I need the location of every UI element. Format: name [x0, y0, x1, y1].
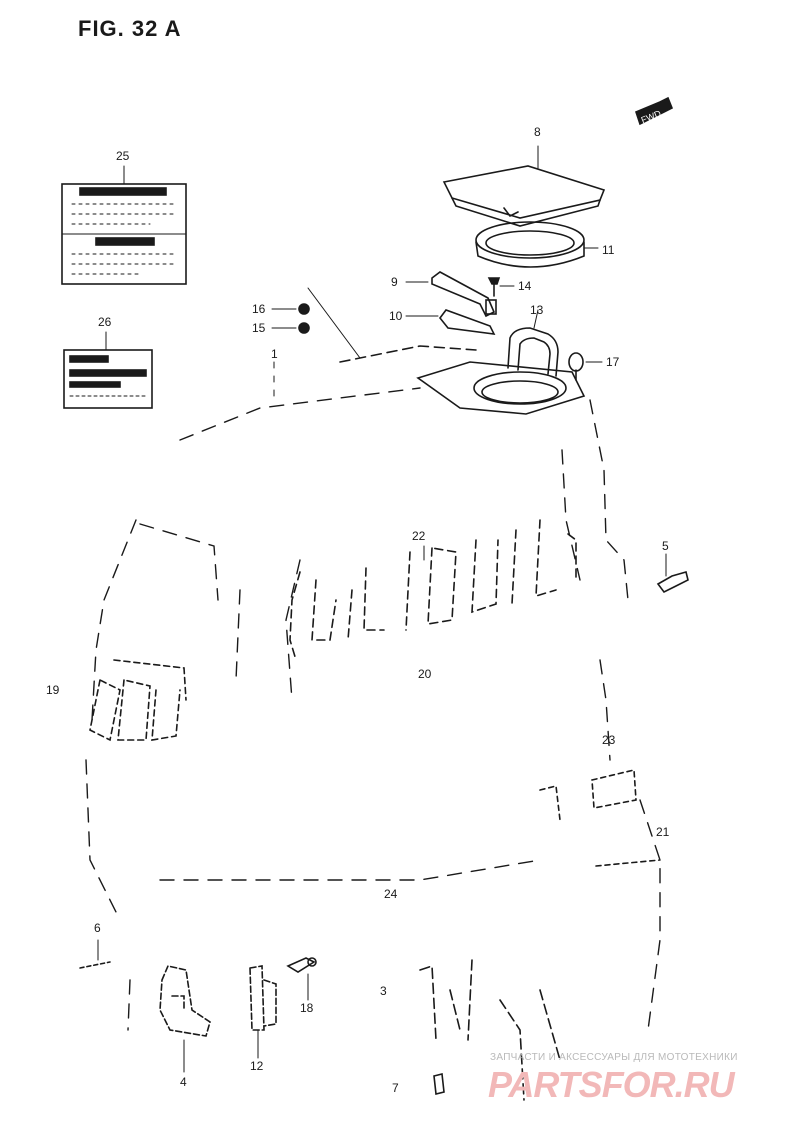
callout-12: 12	[250, 1059, 264, 1073]
callout-11: 11	[602, 243, 615, 257]
clip-7	[433, 1073, 445, 1095]
leader-part-1	[273, 287, 361, 399]
callout-24: 24	[384, 887, 398, 901]
brand-decal-22	[289, 519, 577, 661]
lower-panel-3	[419, 959, 561, 1101]
rubber-seal-ring	[475, 221, 599, 268]
latch-4	[159, 965, 211, 1073]
callout-8: 8	[534, 125, 541, 139]
screw-18	[286, 957, 317, 1001]
callout-19: 19	[46, 683, 60, 697]
handle-bracket	[507, 309, 559, 377]
callout-17: 17	[606, 355, 620, 369]
callout-10: 10	[389, 309, 403, 323]
nuts	[271, 303, 310, 334]
callout-1: 1	[271, 347, 278, 361]
battery-cover-plate	[442, 145, 606, 227]
callout-7: 7	[392, 1081, 399, 1095]
callout-26: 26	[98, 315, 112, 329]
callout-3: 3	[380, 984, 387, 998]
callout-16: 16	[252, 302, 266, 316]
knob	[568, 352, 603, 381]
callout-13: 13	[530, 303, 544, 317]
callout-23: 23	[602, 733, 616, 747]
callout-22: 22	[412, 529, 426, 543]
callout-15: 15	[252, 321, 266, 335]
callout-18: 18	[300, 1001, 314, 1015]
warning-label-25	[61, 165, 187, 285]
decal-21	[595, 859, 661, 867]
fastener-6	[79, 939, 111, 969]
callout-21: 21	[656, 825, 670, 839]
warning-label-26	[63, 331, 153, 409]
callout-6: 6	[94, 921, 101, 935]
callout-9: 9	[391, 275, 398, 289]
callout-25: 25	[116, 149, 130, 163]
fwd-arrow-icon: FWD	[635, 96, 674, 125]
clamp-assembly	[405, 271, 515, 335]
engine-cover-outline	[85, 387, 661, 1031]
cover-top-opening	[339, 345, 586, 415]
callout-14: 14	[518, 279, 532, 293]
callout-4: 4	[180, 1075, 187, 1089]
size-decal-19	[89, 659, 187, 742]
bolt-5	[656, 553, 689, 594]
decal-23	[539, 769, 637, 821]
hinge-plate-12	[249, 965, 277, 1059]
callout-5: 5	[662, 539, 669, 553]
callout-20: 20	[418, 667, 432, 681]
watermark-logo: PARTSFOR.RU	[488, 1064, 735, 1105]
watermark-tagline: ЗАПЧАСТИ И АКСЕССУАРЫ ДЛЯ МОТОТЕХНИКИ	[490, 1052, 738, 1063]
figure-title: FIG. 32 A	[78, 16, 182, 41]
